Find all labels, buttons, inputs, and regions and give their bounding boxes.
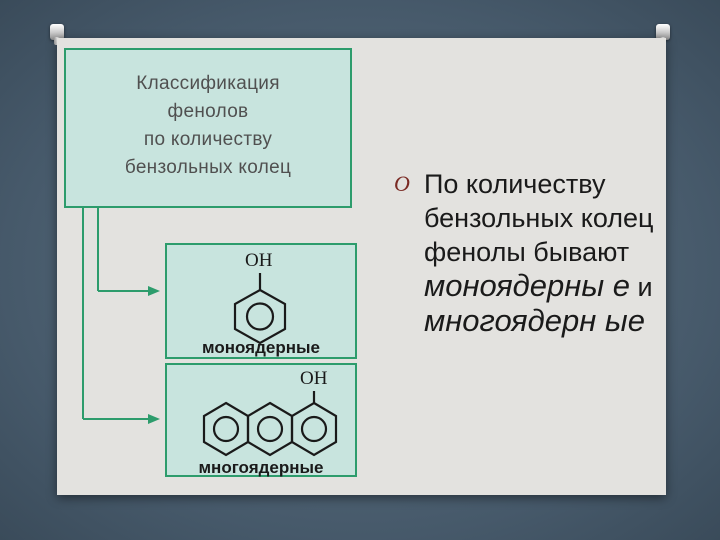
mononuclear-label: моноядерные bbox=[202, 338, 320, 357]
polynuclear-box: OH многоядерные bbox=[165, 363, 357, 477]
oh-label: OH bbox=[300, 368, 328, 389]
title-line: Классификация bbox=[136, 73, 280, 94]
bullet-conjunction: и bbox=[637, 272, 653, 302]
bullet-marker: O bbox=[394, 171, 410, 196]
polynuclear-label: многоядерные bbox=[198, 458, 324, 477]
benzene-ring-icon: OH bbox=[233, 250, 287, 345]
bullet-text: По количеству бензольных колец фенолы бы… bbox=[424, 167, 664, 339]
arrowhead-mono bbox=[148, 286, 160, 296]
bullet-term-mono: моноядерны е bbox=[424, 268, 631, 303]
title-line: по количеству bbox=[143, 129, 273, 150]
bullet-term-poly: многоядерн ые bbox=[424, 303, 645, 338]
bullet-text-normal: По количеству бензольных колец фенолы бы… bbox=[424, 169, 654, 267]
anthracene-icon: OH bbox=[202, 368, 338, 457]
classification-title-box: Классификация фенолов по количеству бенз… bbox=[64, 48, 352, 208]
bullet-point: O По количеству бензольных колец фенолы … bbox=[394, 167, 664, 339]
title-line: бензольных колец bbox=[124, 157, 292, 178]
classification-title: Классификация фенолов по количеству бенз… bbox=[88, 70, 328, 182]
title-line: фенолов bbox=[167, 101, 249, 122]
oh-label: OH bbox=[245, 250, 273, 271]
arrowhead-poly bbox=[148, 414, 160, 424]
mononuclear-box: OH моноядерные bbox=[165, 243, 357, 359]
